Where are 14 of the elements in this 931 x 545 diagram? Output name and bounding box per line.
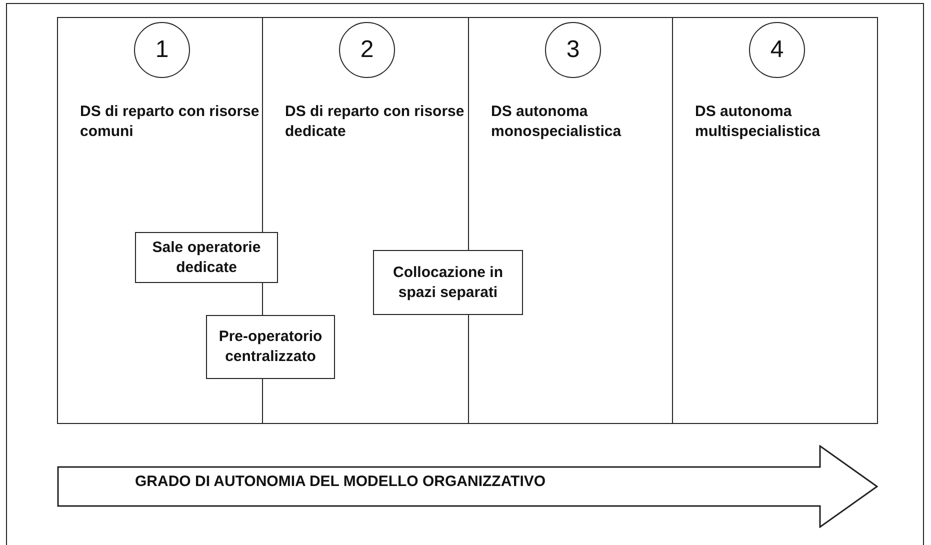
column-title: DS di reparto con risorse comuni [80,102,260,142]
number-circle: 1 [134,22,190,78]
number-circle: 4 [749,22,805,78]
column-title: DS di reparto con risorse dedicate [285,102,465,142]
feature-box: Sale operatorie dedicate [135,232,278,283]
column-title: DS autonoma multispecialistica [695,102,822,142]
arrow-label: GRADO DI AUTONOMIA DEL MODELLO ORGANIZZATIVO [135,473,546,490]
column-panel [672,17,878,424]
number-circle: 2 [339,22,395,78]
feature-box: Collocazione in spazi separati [373,250,523,315]
number-circle: 3 [545,22,601,78]
progress-arrow [57,445,878,528]
column-title: DS autonoma monospecialistica [491,102,622,142]
feature-box: Pre-operatorio centralizzato [206,315,335,379]
